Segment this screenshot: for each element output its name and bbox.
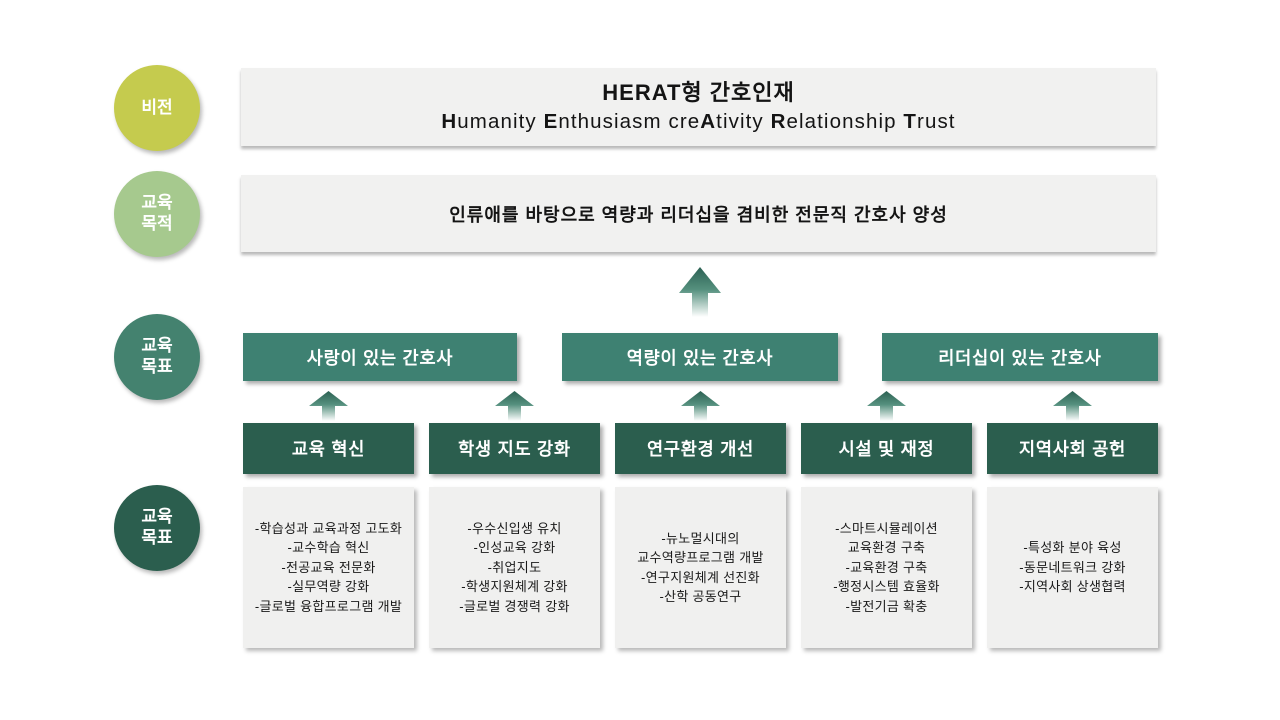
badge-vision: 비전 xyxy=(114,65,200,151)
up-arrow-icon xyxy=(1053,391,1092,421)
strategy-box: 교육 혁신 xyxy=(243,423,414,474)
up-arrow-icon xyxy=(495,391,534,421)
badge-education-strategies: 교육 목표 xyxy=(114,485,200,571)
list-item: -글로벌 경쟁력 강화 xyxy=(459,598,570,614)
list-item: -동문네트워크 강화 xyxy=(1019,559,1126,575)
strategy-box: 지역사회 공헌 xyxy=(987,423,1158,474)
strategy-box: 연구환경 개선 xyxy=(615,423,786,474)
list-item: -산학 공동연구 xyxy=(659,589,742,604)
list-item: -지역사회 상생협력 xyxy=(1019,579,1126,595)
list-item: -학습성과 교육과정 고도화 xyxy=(254,520,403,536)
list-item: 교육환경 구축 xyxy=(847,540,926,556)
list-item: -우수신입생 유치 xyxy=(467,520,562,536)
list-item: -전공교육 전문화 xyxy=(281,559,376,575)
up-arrow-icon xyxy=(867,391,906,421)
list-item: -교육환경 구축 xyxy=(845,559,928,575)
strategy-detail-list: -특성화 분야 육성 -동문네트워크 강화 -지역사회 상생협력 xyxy=(987,487,1158,648)
vision-panel: HERAT형 간호인재 Humanity Enthusiasm creAtivi… xyxy=(241,68,1156,146)
badge-education-goals: 교육 목표 xyxy=(114,314,200,400)
strategy-box: 시설 및 재정 xyxy=(801,423,972,474)
goal-box-love: 사랑이 있는 간호사 xyxy=(243,333,517,381)
list-item: -취업지도 xyxy=(487,559,542,575)
purpose-text: 인류애를 바탕으로 역량과 리더십을 겸비한 전문직 간호사 양성 xyxy=(449,204,948,225)
up-arrow-icon xyxy=(681,391,720,421)
strategy-box: 학생 지도 강화 xyxy=(429,423,600,474)
list-item: -스마트시뮬레이션 xyxy=(835,520,938,536)
up-arrow-icon xyxy=(679,267,721,317)
list-item: -실무역량 강화 xyxy=(287,579,370,595)
list-item: -발전기금 확충 xyxy=(845,598,928,614)
purpose-panel: 인류애를 바탕으로 역량과 리더십을 겸비한 전문직 간호사 양성 xyxy=(241,175,1156,252)
badge-education-purpose: 교육 목적 xyxy=(114,171,200,257)
list-item: 교수역량프로그램 개발 xyxy=(637,550,764,565)
list-item: -학생지원체계 강화 xyxy=(461,579,568,595)
strategy-detail-list: -학습성과 교육과정 고도화 -교수학습 혁신 -전공교육 전문화 -실무역량 강화 -… xyxy=(243,487,414,648)
vision-subtitle: Humanity Enthusiasm creAtivity Relations… xyxy=(441,109,956,133)
goal-box-leadership: 리더십이 있는 간호사 xyxy=(882,333,1158,381)
list-item: -특성화 분야 육성 xyxy=(1023,540,1122,556)
list-item: -인성교육 강화 xyxy=(473,540,556,556)
strategy-detail-list: -우수신입생 유치 -인성교육 강화 -취업지도 -학생지원체계 강화 -글로벌 경쟁력… xyxy=(429,487,600,648)
list-item: -연구지원체계 선진화 xyxy=(641,569,760,585)
goal-box-competence: 역량이 있는 간호사 xyxy=(562,333,838,381)
list-item: -행정시스템 효율화 xyxy=(833,579,940,595)
list-item: -교수학습 혁신 xyxy=(287,540,370,556)
list-item: -뉴노멀시대의 xyxy=(661,530,740,546)
up-arrow-icon xyxy=(309,391,348,421)
vision-title: HERAT형 간호인재 xyxy=(602,80,795,106)
list-item: -글로벌 융합프로그램 개발 xyxy=(254,598,403,614)
